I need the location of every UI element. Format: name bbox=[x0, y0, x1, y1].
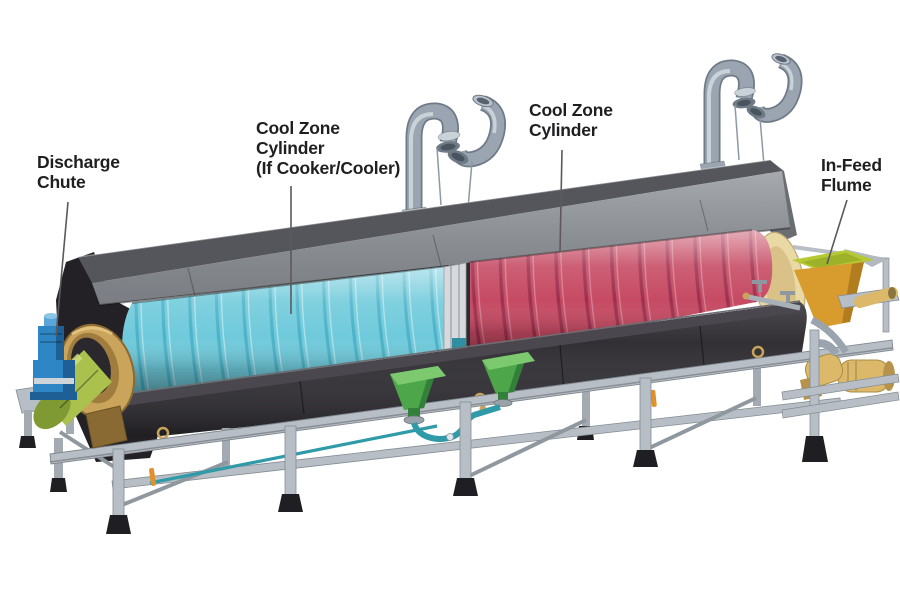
j-vent-icon bbox=[447, 94, 506, 209]
leader-discharge-chute bbox=[55, 201, 69, 337]
lower-drum-housing bbox=[85, 300, 807, 447]
leader-cool-zone bbox=[559, 149, 563, 253]
j-vent-icon bbox=[746, 53, 803, 166]
label-cool-zone-cylinder: Cool Zone Cylinder bbox=[529, 100, 613, 140]
discharge-assembly bbox=[15, 313, 136, 449]
feed-piping bbox=[742, 280, 849, 354]
in-feed-assembly bbox=[742, 245, 900, 462]
cool-zone-cylinder-right bbox=[469, 229, 773, 358]
roller-icon bbox=[854, 287, 898, 308]
label-cool-zone-cylinder-if: Cool Zone Cylinder (If Cooker/Cooler) bbox=[256, 118, 401, 178]
label-in-feed-flume: In-Feed Flume bbox=[821, 155, 882, 195]
leader-lines bbox=[55, 149, 848, 337]
label-discharge-chute: Discharge Chute bbox=[37, 152, 120, 192]
drive-motor bbox=[30, 313, 77, 400]
cool-zone-cylinder-left bbox=[122, 265, 449, 394]
drain-funnel-icon bbox=[390, 366, 446, 425]
leader-in-feed-flume bbox=[826, 199, 848, 265]
valve-handle-icon bbox=[149, 467, 156, 486]
exhaust-vents bbox=[401, 53, 803, 223]
valve-handle-icon bbox=[650, 389, 657, 407]
frame-legs bbox=[106, 377, 658, 534]
drain-funnel-icon bbox=[482, 352, 535, 407]
gooseneck-vent-icon bbox=[699, 59, 756, 177]
in-feed-frame bbox=[781, 329, 900, 462]
hood-top-band bbox=[78, 160, 782, 283]
in-feed-flume-part bbox=[792, 250, 874, 328]
